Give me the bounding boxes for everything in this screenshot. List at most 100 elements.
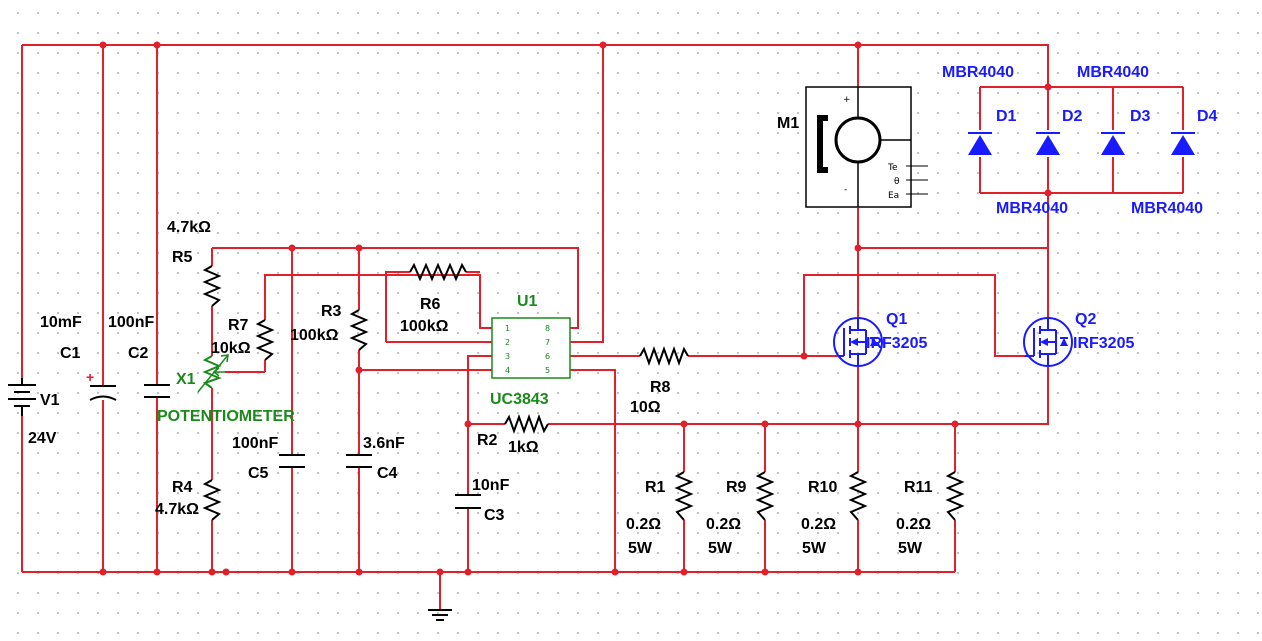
diode-d3[interactable]: D3 MBR4040 bbox=[996, 108, 1151, 217]
r1-value: 0.2Ω bbox=[626, 516, 661, 533]
q1-ref: Q1 bbox=[886, 311, 907, 328]
capacitor-c5[interactable]: 100nF C5 bbox=[232, 435, 305, 482]
c5-ref: C5 bbox=[248, 465, 269, 482]
ic-u1[interactable]: 1 2 3 4 8 7 6 5 U1 UC3843 bbox=[490, 293, 571, 408]
d1-ref: D1 bbox=[996, 108, 1017, 125]
c3-ref: C3 bbox=[484, 507, 505, 524]
r5-value: 4.7kΩ bbox=[167, 219, 211, 236]
u1-value: UC3843 bbox=[490, 391, 549, 408]
r8-value: 10Ω bbox=[630, 399, 661, 416]
diode-d2[interactable]: D2 MBR4040 bbox=[1036, 64, 1149, 155]
r3-ref: R3 bbox=[321, 303, 342, 320]
capacitor-c4[interactable]: 3.6nF C4 bbox=[346, 435, 405, 482]
u1-pin-2: 2 bbox=[505, 338, 510, 347]
ground-symbol bbox=[428, 609, 452, 621]
q1-value: IRF3205 bbox=[866, 335, 927, 352]
m1-ref: M1 bbox=[777, 115, 799, 132]
resistor-r2[interactable]: R2 1kΩ bbox=[477, 414, 549, 456]
r8-ref: R8 bbox=[650, 379, 671, 396]
x1-value: POTENTIOMETER bbox=[157, 408, 295, 425]
d2-ref: D2 bbox=[1062, 108, 1083, 125]
c4-value: 3.6nF bbox=[363, 435, 405, 452]
d3-value: MBR4040 bbox=[996, 200, 1068, 217]
c2-value: 100nF bbox=[108, 314, 154, 331]
mosfet-q1[interactable]: Q1 IRF3205 bbox=[833, 311, 927, 367]
c3-value: 10nF bbox=[472, 477, 510, 494]
r6-ref: R6 bbox=[420, 296, 441, 313]
resistor-r10[interactable]: R10 0.2Ω 5W bbox=[801, 471, 868, 557]
resistor-r11[interactable]: R11 0.2Ω 5W bbox=[896, 471, 965, 557]
potentiometer-x1[interactable]: X1 POTENTIOMETER bbox=[157, 354, 295, 425]
capacitor-c3[interactable]: 10nF C3 bbox=[455, 477, 510, 524]
capacitor-c1[interactable]: + 10mF C1 bbox=[40, 314, 117, 401]
u1-ref: U1 bbox=[517, 293, 538, 310]
resistor-r4[interactable]: R4 4.7kΩ bbox=[155, 479, 222, 521]
motor-m1[interactable]: + - Te θ Ea M1 bbox=[777, 86, 928, 208]
r10-value: 0.2Ω bbox=[801, 516, 836, 533]
m1-out-te: Te bbox=[887, 163, 898, 173]
r2-value: 1kΩ bbox=[508, 439, 539, 456]
c1-value: 10mF bbox=[40, 314, 82, 331]
mosfet-q2[interactable]: Q2 IRF3205 bbox=[1023, 311, 1134, 367]
r9-power: 5W bbox=[708, 540, 733, 557]
u1-pin-3: 3 bbox=[505, 352, 510, 361]
c2-ref: C2 bbox=[128, 345, 149, 362]
r9-value: 0.2Ω bbox=[706, 516, 741, 533]
resistor-r9[interactable]: R9 0.2Ω 5W bbox=[706, 471, 775, 557]
resistor-r1[interactable]: R1 0.2Ω 5W bbox=[626, 471, 694, 557]
r1-power: 5W bbox=[628, 540, 653, 557]
r2-ref: R2 bbox=[477, 432, 498, 449]
r10-ref: R10 bbox=[808, 479, 837, 496]
u1-pin-7: 7 bbox=[545, 338, 550, 347]
resistor-r7[interactable]: R7 10kΩ bbox=[211, 317, 275, 361]
v1-ref: V1 bbox=[40, 392, 60, 409]
r11-value: 0.2Ω bbox=[896, 516, 931, 533]
m1-out-ea: Ea bbox=[888, 191, 899, 201]
wires bbox=[21, 44, 1184, 610]
d2-value: MBR4040 bbox=[1077, 64, 1149, 81]
r7-value: 10kΩ bbox=[211, 340, 251, 357]
c5-value: 100nF bbox=[232, 435, 278, 452]
resistor-r5[interactable]: 4.7kΩ R5 bbox=[167, 219, 222, 307]
r5-ref: R5 bbox=[172, 249, 193, 266]
u1-pin-5: 5 bbox=[545, 366, 550, 375]
m1-out-theta: θ bbox=[894, 177, 900, 187]
q2-value: IRF3205 bbox=[1073, 335, 1134, 352]
r11-ref: R11 bbox=[904, 479, 933, 496]
d4-value: MBR4040 bbox=[1131, 200, 1203, 217]
m1-plus: + bbox=[843, 95, 851, 105]
d1-value: MBR4040 bbox=[942, 64, 1014, 81]
r6-value: 100kΩ bbox=[400, 318, 449, 335]
c1-ref: C1 bbox=[60, 345, 81, 362]
v1-value: 24V bbox=[28, 430, 57, 447]
m1-minus: - bbox=[844, 185, 847, 195]
u1-pin-6: 6 bbox=[545, 352, 550, 361]
r11-power: 5W bbox=[898, 540, 923, 557]
u1-pin-8: 8 bbox=[545, 324, 550, 333]
r4-value: 4.7kΩ bbox=[155, 501, 199, 518]
c4-ref: C4 bbox=[377, 465, 398, 482]
x1-ref: X1 bbox=[176, 371, 196, 388]
capacitor-c2[interactable]: 100nF C2 bbox=[108, 314, 170, 398]
resistor-r6[interactable]: R6 100kΩ bbox=[400, 262, 467, 335]
resistor-r3[interactable]: R3 100kΩ bbox=[290, 303, 369, 351]
junctions bbox=[99, 41, 1052, 576]
r1-ref: R1 bbox=[645, 479, 666, 496]
resistor-r8[interactable]: R8 10Ω bbox=[630, 346, 689, 416]
r9-ref: R9 bbox=[726, 479, 747, 496]
r4-ref: R4 bbox=[172, 479, 193, 496]
q2-ref: Q2 bbox=[1075, 311, 1096, 328]
c1-plus-icon: + bbox=[86, 369, 94, 385]
u1-pin-4: 4 bbox=[505, 366, 510, 375]
d4-ref: D4 bbox=[1197, 108, 1218, 125]
battery-v1[interactable]: V1 24V bbox=[8, 378, 60, 447]
d3-ref: D3 bbox=[1130, 108, 1151, 125]
r10-power: 5W bbox=[802, 540, 827, 557]
r7-ref: R7 bbox=[228, 317, 249, 334]
diode-d4[interactable]: D4 MBR4040 bbox=[1131, 108, 1218, 217]
u1-pin-1: 1 bbox=[505, 324, 510, 333]
diode-d1[interactable]: D1 MBR4040 bbox=[942, 64, 1017, 155]
r3-value: 100kΩ bbox=[290, 327, 339, 344]
